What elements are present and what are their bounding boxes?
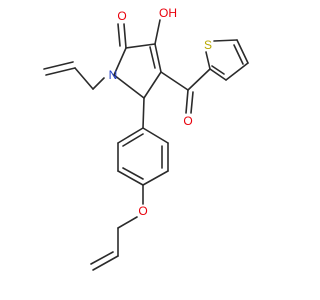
bond-th3-th2 bbox=[209, 68, 227, 81]
atom-n: N bbox=[109, 68, 118, 82]
bond-ch-ch2 bbox=[45, 67, 76, 76]
atom-labels: O OH N S O O bbox=[109, 6, 212, 218]
bond-c5-ar1 bbox=[142, 97, 145, 129]
bond-o-ch2 bbox=[117, 216, 138, 229]
bond-c4-cco bbox=[160, 71, 189, 91]
bond-ar3-ar4 bbox=[142, 170, 169, 186]
bond-ch-ch2-double bbox=[90, 251, 114, 265]
bond-cco-o-double bbox=[190, 91, 194, 114]
bond-n-ch2 bbox=[92, 77, 105, 90]
bond-th2-s bbox=[205, 51, 211, 70]
atom-oh: OH bbox=[159, 6, 177, 20]
benzene-ring bbox=[117, 97, 169, 186]
bond-c3-oh bbox=[154, 19, 161, 45]
bond-ar6-ar1 bbox=[117, 127, 144, 144]
molecule-diagram: O OH N S O O bbox=[43, 6, 249, 271]
structure-svg: O OH N S O O bbox=[43, 6, 249, 271]
atom-o-ether: O bbox=[138, 204, 147, 218]
bond-th5-th4-double bbox=[233, 44, 244, 65]
pyrrolone-ring bbox=[113, 19, 162, 99]
atom-o-ketone: O bbox=[183, 114, 192, 128]
bond-th5-th4 bbox=[236, 39, 249, 64]
atom-o-carbonyl: O bbox=[117, 9, 126, 23]
bond-ar4-ar5-double bbox=[122, 167, 144, 180]
bond-ar4-ar5 bbox=[117, 170, 144, 186]
bond-s-th5 bbox=[213, 39, 238, 42]
bond-c2-o bbox=[123, 23, 127, 49]
bond-c5-c4 bbox=[143, 71, 162, 99]
atom-s: S bbox=[204, 38, 212, 52]
bond-ar6-ar1-double bbox=[122, 133, 144, 147]
bond-c4-c3-double bbox=[149, 46, 156, 69]
bond-ch-ch2 bbox=[92, 255, 119, 271]
bond-th4-th3 bbox=[225, 62, 249, 81]
bond-n1-c5 bbox=[113, 74, 145, 99]
bond-th3-th2-double bbox=[211, 65, 225, 75]
bond-c4-c3 bbox=[154, 43, 162, 73]
thiophene-ring bbox=[205, 39, 249, 81]
bond-ch2-ch bbox=[74, 67, 94, 90]
bond-cco-th2 bbox=[187, 68, 211, 91]
thiophene-carbonyl bbox=[160, 68, 211, 114]
bond-c2-n1 bbox=[113, 47, 127, 76]
bond-ch-ch2-double bbox=[43, 61, 74, 70]
o-allyl-group bbox=[90, 184, 144, 271]
bond-c2-o-double bbox=[117, 23, 121, 47]
n-allyl-group bbox=[43, 61, 105, 90]
bond-cco-o bbox=[185, 89, 189, 114]
bond-c3-c2 bbox=[125, 43, 156, 49]
bond-ar1-ar2 bbox=[142, 127, 169, 144]
